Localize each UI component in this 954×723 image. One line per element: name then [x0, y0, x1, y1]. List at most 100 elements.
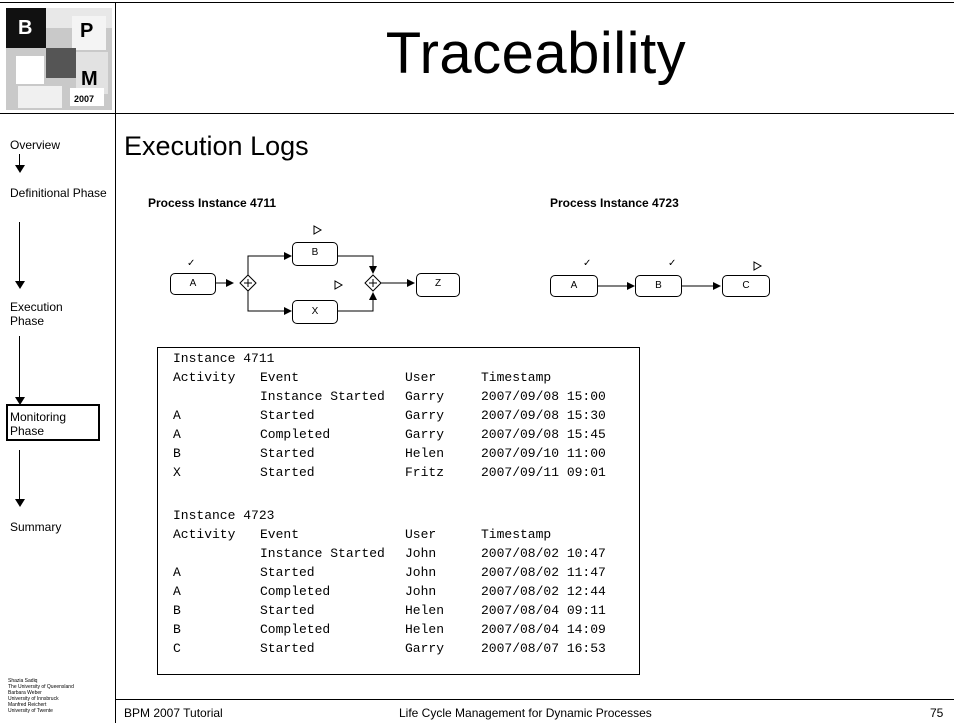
log-cell: Started	[260, 565, 315, 580]
task-x-4711: X	[292, 300, 338, 324]
log-header-activity: Activity	[173, 370, 236, 385]
completed-check-icon: ✓	[668, 258, 677, 269]
log-4711-title: Instance 4711	[173, 351, 275, 366]
log-cell: Garry	[405, 427, 445, 442]
footer-center: Life Cycle Management for Dynamic Proces…	[399, 706, 652, 720]
log-cell: A	[173, 584, 181, 599]
started-marker-icon	[334, 280, 344, 290]
bpm-logo: B P M 2007	[6, 8, 112, 110]
nav-active-box	[6, 404, 100, 441]
log-cell: Instance Started	[260, 546, 385, 561]
log-cell: Helen	[405, 622, 445, 637]
log-cell: 2007/09/08 15:00	[481, 389, 606, 404]
log-cell: Started	[260, 446, 315, 461]
header-divider	[0, 113, 954, 114]
log-cell: 2007/08/04 14:09	[481, 622, 606, 637]
nav-arrow	[19, 222, 20, 282]
log-cell: 2007/08/02 12:44	[481, 584, 606, 599]
log-cell: Helen	[405, 603, 445, 618]
log-cell: Started	[260, 603, 315, 618]
log-cell: 2007/08/07 16:53	[481, 641, 606, 656]
log-cell: John	[405, 546, 437, 561]
logo-letter-p: P	[80, 20, 94, 42]
log-header-event: Event	[260, 370, 300, 385]
log-header-timestamp: Timestamp	[481, 527, 552, 542]
task-z-4711: Z	[416, 273, 460, 297]
log-cell: A	[173, 565, 181, 580]
nav-execution-phase[interactable]: Execution Phase	[10, 300, 63, 328]
log-cell: B	[173, 622, 181, 637]
logo-letter-m: M	[81, 68, 98, 90]
log-cell: 2007/08/02 10:47	[481, 546, 606, 561]
log-cell: Started	[260, 641, 315, 656]
completed-check-icon: ✓	[187, 258, 196, 269]
nav-arrow	[19, 450, 20, 500]
log-cell: Helen	[405, 446, 445, 461]
top-border	[0, 2, 954, 3]
execution-log: Instance 4711 Activity Event User Timest…	[157, 347, 640, 675]
log-cell: Garry	[405, 641, 445, 656]
section-title: Execution Logs	[124, 131, 309, 161]
log-cell: Completed	[260, 622, 331, 637]
task-b-4723: B	[635, 275, 682, 297]
log-header-activity: Activity	[173, 527, 236, 542]
log-cell: 2007/08/04 09:11	[481, 603, 606, 618]
log-cell: John	[405, 584, 437, 599]
log-cell: Instance Started	[260, 389, 385, 404]
log-cell: B	[173, 603, 181, 618]
arrow-down-icon	[15, 165, 25, 173]
log-cell: A	[173, 427, 181, 442]
log-cell: Garry	[405, 389, 445, 404]
arrow-down-icon	[15, 499, 25, 507]
nav-overview[interactable]: Overview	[10, 138, 61, 152]
log-cell: Started	[260, 408, 315, 423]
slide-title: Traceability	[385, 21, 687, 86]
log-cell: 2007/09/11 09:01	[481, 465, 606, 480]
log-cell: John	[405, 565, 437, 580]
arrow-down-icon	[15, 397, 25, 405]
nav-arrow	[19, 336, 20, 398]
log-header-user: User	[405, 370, 437, 385]
process-4711-label: Process Instance 4711	[148, 196, 277, 210]
log-cell: 2007/09/08 15:45	[481, 427, 606, 442]
log-header-timestamp: Timestamp	[481, 370, 552, 385]
process-4723-diagram	[597, 261, 763, 290]
log-cell: Completed	[260, 427, 331, 442]
log-cell: C	[173, 641, 181, 656]
log-cell: 2007/09/08 15:30	[481, 408, 606, 423]
task-b-4711: B	[292, 242, 338, 266]
page-number: 75	[930, 706, 944, 720]
log-header-event: Event	[260, 527, 300, 542]
started-marker-icon	[313, 225, 323, 235]
task-c-4723: C	[722, 275, 770, 297]
footer-left: BPM 2007 Tutorial	[124, 706, 223, 720]
log-cell: B	[173, 446, 181, 461]
nav-monitoring-phase[interactable]: Monitoring Phase	[10, 410, 67, 438]
log-cell: Garry	[405, 408, 445, 423]
process-4723-label: Process Instance 4723	[550, 196, 679, 210]
nav-definitional-phase[interactable]: Definitional Phase	[10, 186, 107, 200]
process-4711-diagram	[216, 225, 415, 315]
logo-year: 2007	[74, 94, 95, 104]
completed-check-icon: ✓	[583, 258, 592, 269]
log-cell: A	[173, 408, 181, 423]
started-marker-icon	[753, 261, 763, 271]
task-a-4723: A	[550, 275, 598, 297]
log-cell: X	[173, 465, 181, 480]
log-cell: 2007/08/02 11:47	[481, 565, 606, 580]
logo-letter-b: B	[18, 17, 33, 39]
log-cell: 2007/09/10 11:00	[481, 446, 606, 461]
nav-arrow	[19, 154, 20, 166]
log-header-user: User	[405, 527, 437, 542]
author-credits: Shazia Sadiq The University of Queenslan…	[8, 678, 74, 714]
parallel-gateway-split	[239, 274, 257, 292]
log-cell: Started	[260, 465, 315, 480]
parallel-gateway-join	[364, 274, 382, 292]
log-cell: Completed	[260, 584, 331, 599]
footer-divider	[115, 699, 954, 700]
log-cell: Fritz	[405, 465, 445, 480]
sidebar-divider	[115, 2, 116, 723]
log-4723-title: Instance 4723	[173, 508, 275, 523]
task-a-4711: A	[170, 273, 216, 295]
nav-summary[interactable]: Summary	[10, 520, 62, 534]
